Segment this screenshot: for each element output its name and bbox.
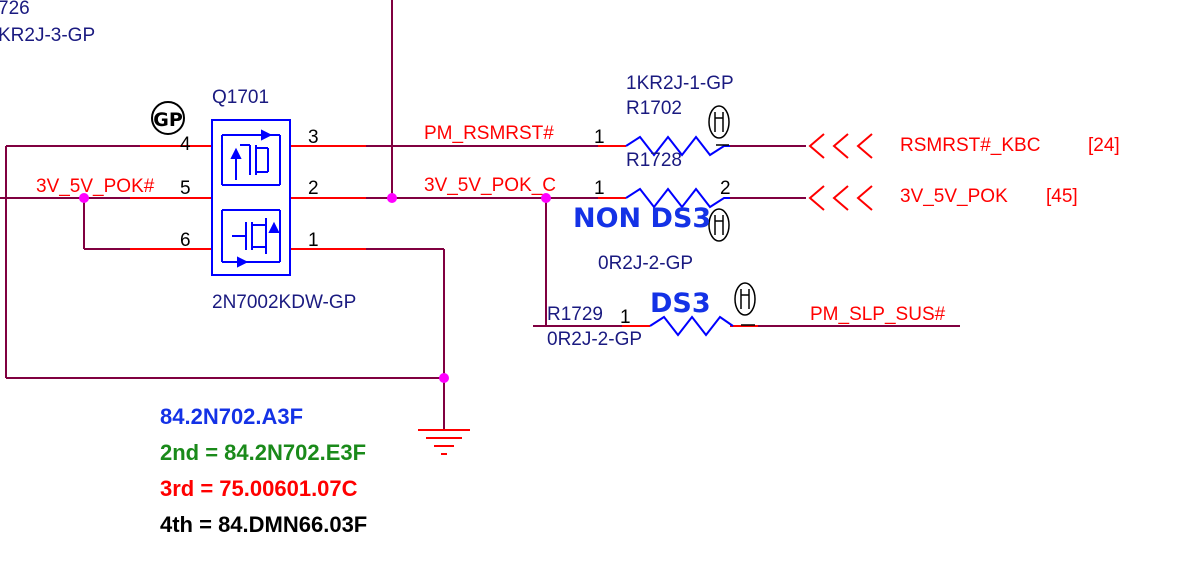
r1729-value: 0R2J-2-GP [547,329,642,350]
gp-mark-icon: GP [151,101,185,135]
ground-icon [418,429,470,455]
pin-stubs [130,145,758,327]
net-pok-in: 3V_5V_POK# [36,176,155,197]
r1728-pin1: 1 [594,178,605,199]
offpage-arrows [808,133,873,211]
r1728-ref: R1728 [626,150,682,171]
resistors [625,135,734,337]
junction-ground [439,373,449,383]
offpage-pok: 3V_5V_POK [900,186,1008,207]
option-ds3: DS3 [650,288,711,319]
bom-second: 2nd = 84.2N702.E3F [160,440,366,465]
net-pm-rsmrst: PM_RSMRST# [424,123,554,144]
q1701-symbol [211,119,291,276]
net-pok-c: 3V_5V_POK_C [424,175,556,196]
r1702-ref: R1702 [626,98,682,119]
bom-third: 3rd = 75.00601.07C [160,476,358,501]
q1701-pin6: 6 [180,230,191,251]
offpage-rsmrst-kbc: RSMRST#_KBC [900,135,1040,156]
r1702-value: 1KR2J-1-GP [626,73,734,94]
r1728-pin2: 2 [720,178,731,199]
arrow-left-icon [808,133,825,159]
junction-pok-in [79,193,89,203]
q1701-pin4: 4 [180,134,191,155]
junction-pok-c [387,193,397,203]
r1729-option-icon [734,282,756,326]
top-ref-fragment: 726 [0,0,30,19]
r1729-pin1: 1 [620,307,631,328]
offpage-rsmrst-kbc-ref: [24] [1088,135,1120,156]
bom-fourth: 4th = 84.DMN66.03F [160,512,367,537]
q1701-pin1: 1 [308,230,319,251]
r1702-zigzag [625,135,730,157]
q1701-pin2: 2 [308,178,319,199]
option-mark-icons [708,105,756,326]
net-pm-slp-sus: PM_SLP_SUS# [810,304,946,325]
r1728-zigzag [625,187,730,209]
r1729-ref: R1729 [547,304,603,325]
junction-r1729 [541,193,551,203]
q1701-ref: Q1701 [212,87,269,108]
arrow-left-icon [856,185,873,211]
arrow-left-icon [808,185,825,211]
wires [0,0,960,430]
r1728-option-icon [708,208,730,242]
r1729-zigzag [649,315,734,337]
offpage-pok-ref: [45] [1046,186,1078,207]
r1728-value: 0R2J-2-GP [598,253,693,274]
junction-dots [79,193,551,383]
q1701-pin5: 5 [180,178,191,199]
gp-mark-text: GP [153,109,183,131]
arrow-left-icon [832,133,849,159]
arrow-left-icon [832,185,849,211]
q1701-body [211,119,291,276]
arrow-left-icon [856,133,873,159]
r1702-pin1: 1 [594,127,605,148]
q1701-pin3: 3 [308,127,319,148]
r1702-option-icon [708,105,730,146]
option-non-ds3: NON DS3 [573,203,711,234]
q1701-part: 2N7002KDW-GP [212,292,356,313]
top-value-fragment: KR2J-3-GP [0,25,95,46]
bom-primary: 84.2N702.A3F [160,404,303,429]
